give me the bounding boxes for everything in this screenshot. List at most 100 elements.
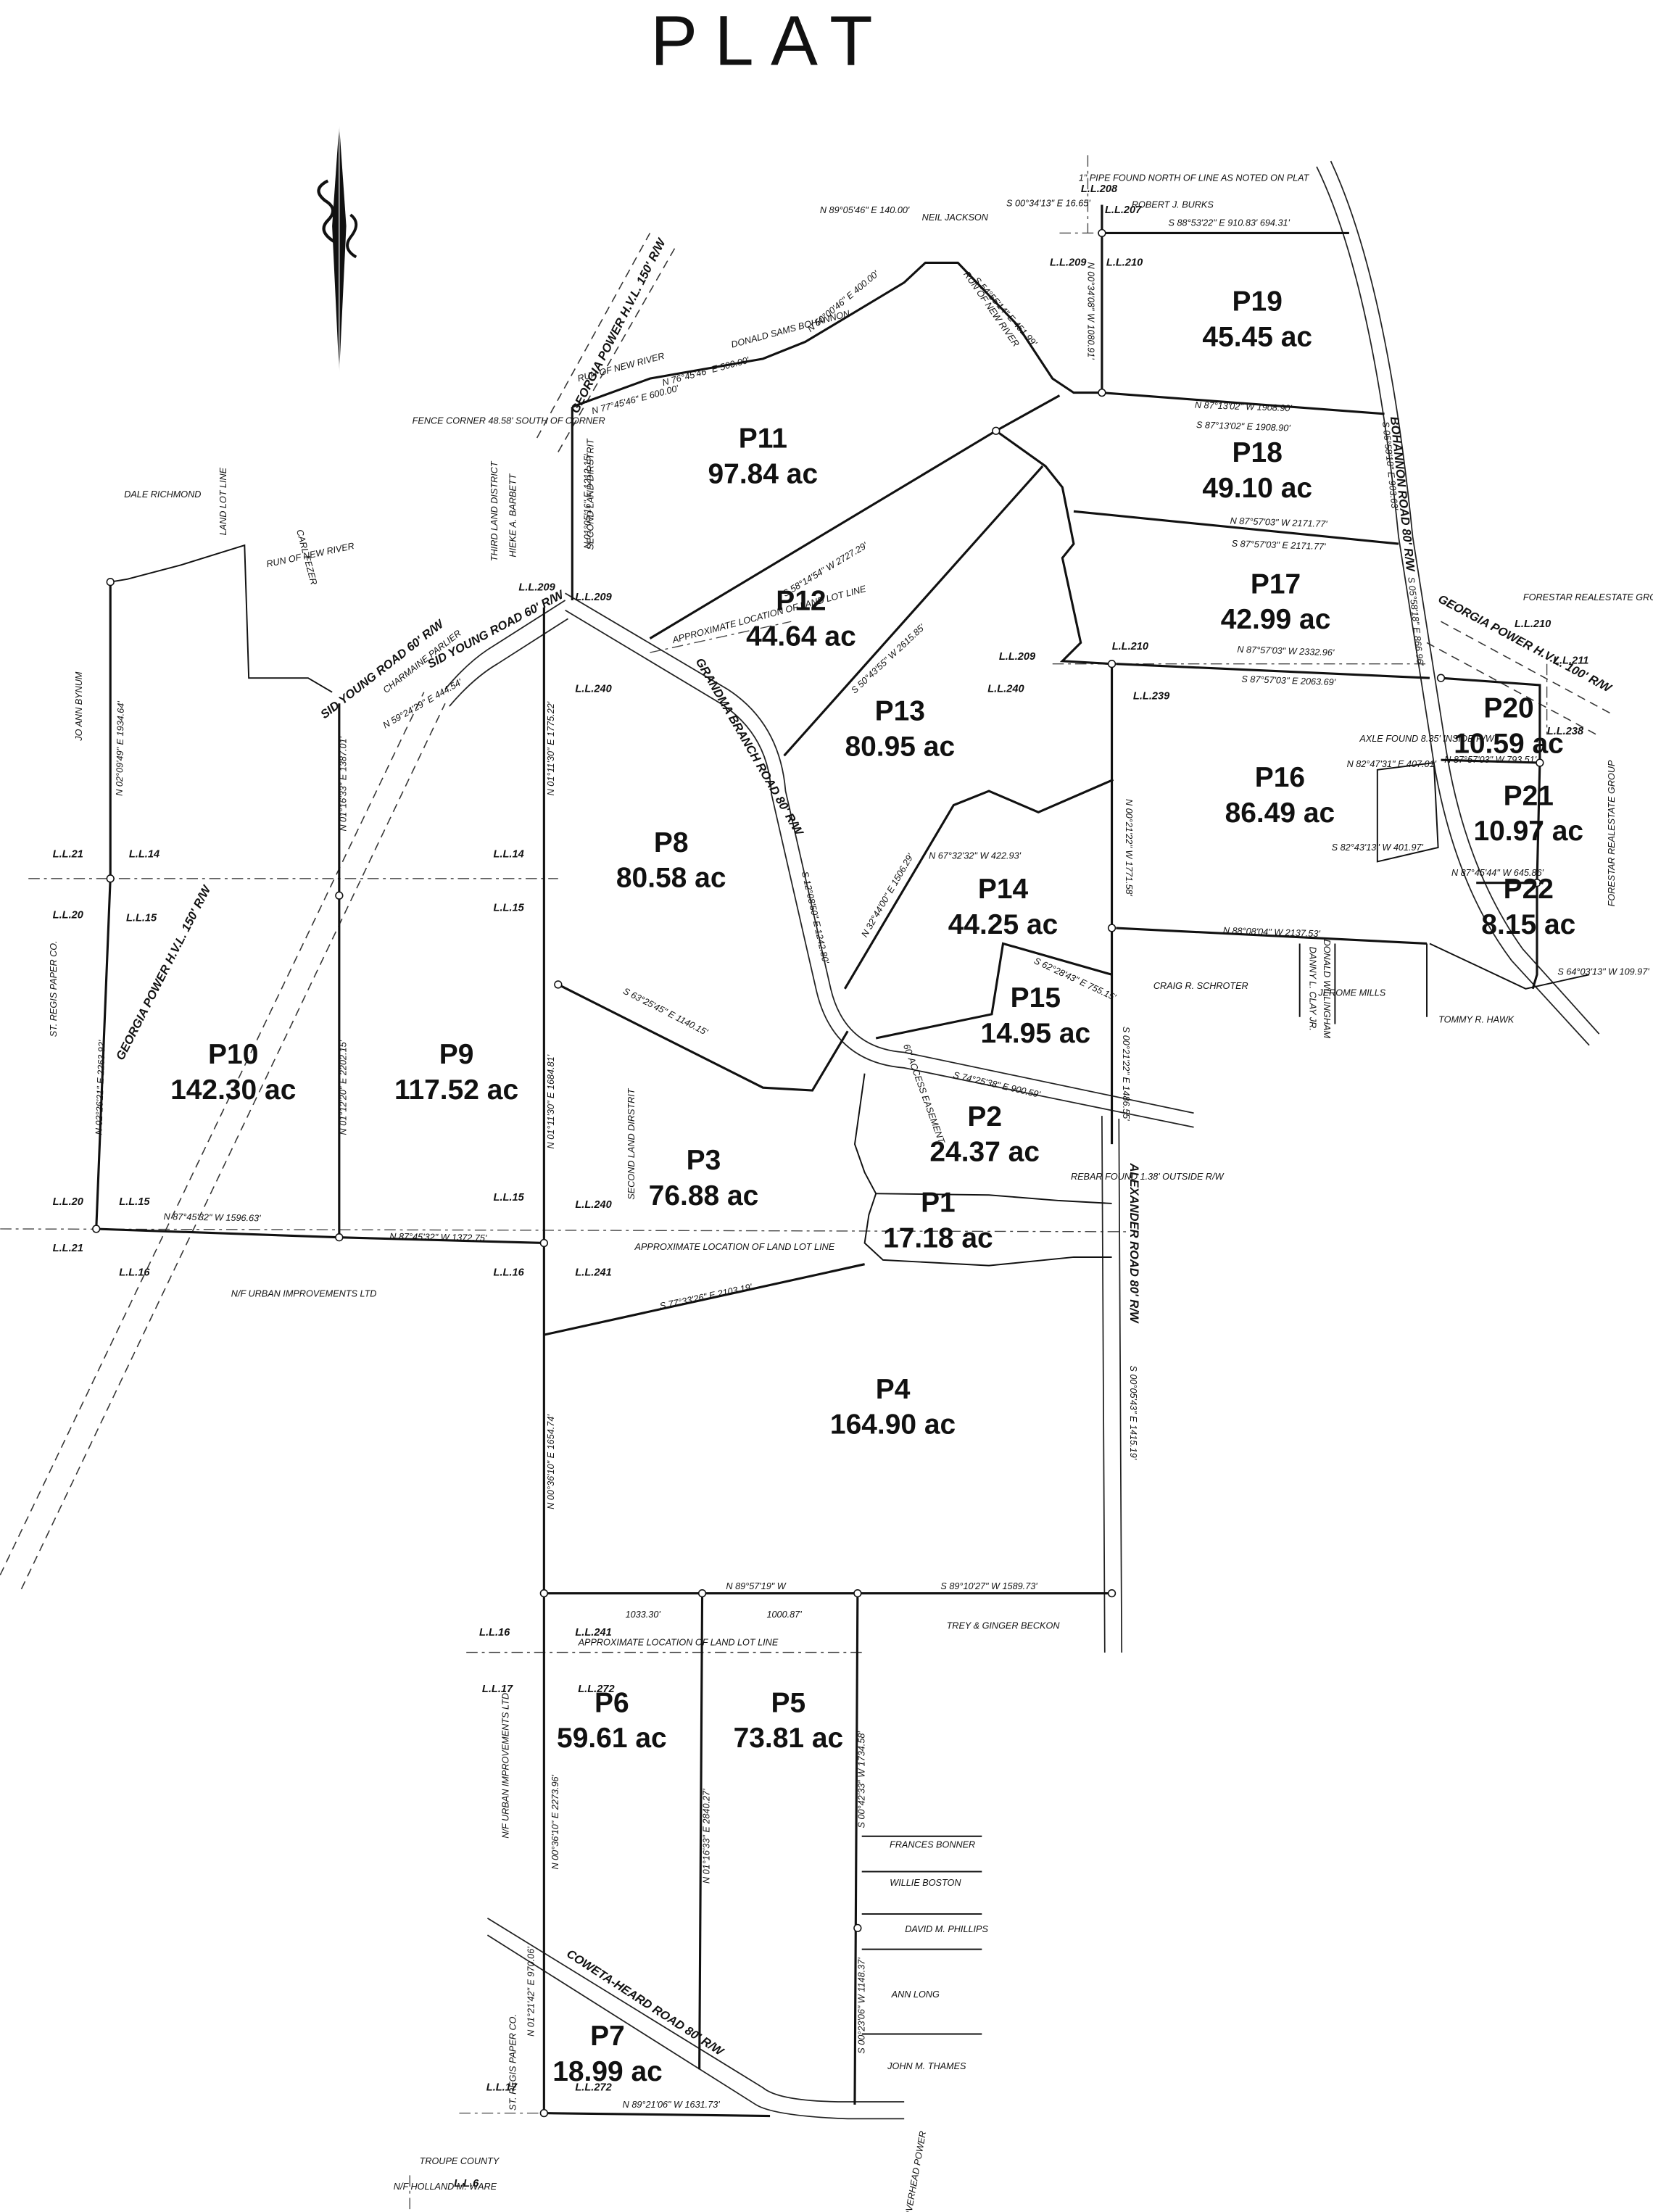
land-lot-label: L.L.210 — [1106, 257, 1143, 268]
owner-label: ST. REGIS PAPER CO. — [49, 940, 59, 1037]
owner-label: DALE RICHMOND — [124, 489, 201, 500]
owner-label: ROBERT J. BURKS — [1132, 199, 1214, 210]
parcel-label-id: P16 — [1255, 762, 1305, 793]
owner-label: DANNY L. CLAY JR. — [1307, 947, 1317, 1031]
parcel-label-acres: 8.15 ac — [1481, 909, 1575, 940]
parcel-label-id: P4 — [876, 1374, 911, 1405]
parcel-label-id: P2 — [967, 1101, 1002, 1132]
parcel-label-id: P8 — [654, 827, 689, 858]
owner-label: N/F HOLLAND M. WARE — [394, 2182, 497, 2192]
parcel-label-id: P3 — [687, 1145, 721, 1176]
bearing-label: N 01°21'42" E 970.06' — [526, 1947, 536, 2037]
bearing-label: S 74°25'38" E 900.59' — [952, 1070, 1041, 1100]
bearing-label: N 89°21'06" W 1631.73' — [623, 2100, 721, 2110]
bearing-label: S 87°57'03" E 2171.77' — [1231, 539, 1326, 552]
bearing-label: N 32°44'00" E 1506.29' — [860, 852, 916, 940]
parcel-label-id: P6 — [594, 1687, 629, 1718]
note-label: AXLE FOUND 8.35' INSIDE R/W — [1359, 734, 1494, 744]
owner-label: TOMMY R. HAWK — [1438, 1015, 1515, 1025]
road-coweta-heard — [486, 1918, 905, 2120]
parcel-label-id: P11 — [739, 423, 787, 455]
bearing-label: N 87°13'02" W 1908.90' — [1195, 400, 1293, 414]
land-lot-label: L.L.272 — [575, 2081, 611, 2093]
owner-label: JEROME MILLS — [1317, 988, 1385, 998]
bearing-label: S 12°08'50" E 1242.80' — [800, 871, 831, 965]
parcel-label-acres: 45.45 ac — [1202, 321, 1312, 352]
bearing-label: S 77°33'26" E 2103.19' — [659, 1282, 753, 1312]
parcel-label-acres: 14.95 ac — [981, 1018, 1091, 1049]
bearing-label: N 82°47'31" E 407.01' — [1347, 759, 1437, 769]
owner-label: NEIL JACKSON — [922, 212, 989, 223]
bearing-label: S 00°05'43" E 1415.19' — [1128, 1365, 1138, 1459]
owner-label: DONALD WILLINGHAM — [1322, 940, 1332, 1039]
parcel-label-acres: 80.95 ac — [845, 731, 955, 762]
parcel-label-id: P19 — [1232, 286, 1283, 318]
bearing-label: S 50°43'55" W 2615.85' — [849, 622, 927, 696]
parcel-label-acres: 117.52 ac — [394, 1074, 518, 1106]
parcel-label-id: P7 — [590, 2021, 625, 2052]
bearing-label: N 00°36'10" E 1654.74' — [546, 1414, 556, 1509]
parcel-label-acres: 49.10 ac — [1202, 473, 1312, 504]
parcel-label-acres: 80.58 ac — [616, 863, 726, 894]
parcel-label-acres: 17.18 ac — [883, 1222, 993, 1254]
owner-label: ANN LONG — [891, 1989, 940, 2000]
bearing-label: S 64°03'13" W 109.97' — [1557, 966, 1649, 977]
parcel-boundaries — [95, 204, 1590, 2118]
parcel-label-acres: 59.61 ac — [557, 1723, 667, 1754]
bearing-label: N 87°45'44" W 645.86' — [1451, 868, 1544, 878]
parcel-label-id: P20 — [1483, 693, 1533, 724]
bearing-label: N 87°45'32" W 1372.75' — [389, 1231, 487, 1243]
parcel-label-acres: 44.25 ac — [948, 909, 1058, 940]
parcel-label-id: P13 — [875, 696, 925, 727]
parcel-label-acres: 18.99 ac — [552, 2056, 663, 2087]
road-label: ALEXANDER ROAD 80' R/W — [1127, 1162, 1141, 1323]
bearing-label: N 88°08'04" W 2137.53' — [1223, 925, 1321, 939]
bearing-label: S 88°53'22" E 910.83' 694.31' — [1169, 218, 1290, 228]
bearing-label: N 77°45'46" E 600.00' — [591, 384, 680, 417]
land-lot-label: L.L.17 — [486, 2081, 518, 2093]
bearing-label: N 02°26'21" E 2263.92' — [94, 1040, 107, 1135]
owner-label: TREY & GINGER BECKON — [947, 1620, 1061, 1631]
bearing-label: N 00°36'10" E 2273.96' — [550, 1774, 560, 1869]
bearing-label: N 01°16'33" E 1387.01' — [339, 736, 349, 831]
bearing-label: N 87°57'03" W 793.51' — [1444, 755, 1537, 765]
bearing-label: N 01°11'30" E 1684.81' — [546, 1054, 556, 1148]
parcel-label-acres: 10.59 ac — [1454, 728, 1564, 759]
parcel-label-acres: 73.81 ac — [734, 1723, 844, 1754]
bearing-label: N 67°32'32" W 422.93' — [929, 851, 1022, 861]
road-alexander — [1101, 1116, 1123, 1653]
bearing-label: 1000.87' — [766, 1610, 802, 1620]
road-label: GEORGIA POWER H.V.L. 150' R/W — [568, 236, 668, 415]
note-label: LAND LOT LINE — [218, 467, 228, 535]
bearing-label: N 89°57'19" W — [726, 1581, 786, 1591]
owner-label: WILLIE BOSTON — [890, 1878, 961, 1888]
land-lot-label: L.L.15 — [126, 912, 157, 924]
note-label: SECOND LAND DIRSTRIT — [626, 1088, 637, 1200]
land-lot-label: L.L.15 — [119, 1196, 150, 1208]
land-lot-label: L.L.14 — [129, 849, 160, 861]
owner-label: FRANCES BONNER — [890, 1839, 975, 1849]
note-label: THIRD LAND DISTRICT — [489, 460, 500, 561]
parcel-label-id: P18 — [1232, 437, 1283, 468]
note-label: 60' ACCESS EASEMENT — [901, 1043, 947, 1146]
parcel-label-acres: 164.90 ac — [830, 1409, 956, 1441]
land-lot-label: L.L.20 — [53, 1196, 83, 1208]
owner-label: TROUPE COUNTY — [420, 2156, 500, 2166]
land-lot-label: L.L.20 — [53, 909, 83, 921]
land-lot-label: L.L.15 — [494, 903, 525, 914]
parcel-label-acres: 10.97 ac — [1473, 816, 1583, 847]
parcel-label-id: P9 — [439, 1039, 474, 1070]
parcel-label-id: P12 — [776, 586, 826, 617]
road-grandma-branch — [565, 592, 1194, 1128]
owner-label: HIEKE A. BARBETT — [508, 473, 518, 557]
parcel-label-acres: 76.88 ac — [649, 1180, 759, 1211]
note-label: RUN OF NEW RIVER — [961, 270, 1021, 349]
owner-label: FORESTAR REALESTATE GROUP — [1523, 592, 1653, 602]
bearing-label: N 00°21'22" W 1771.58' — [1124, 799, 1134, 897]
parcel-label-id: P21 — [1504, 781, 1554, 812]
parcel-label-id: P15 — [1011, 982, 1061, 1014]
land-lot-label: L.L.210 — [1112, 641, 1148, 653]
parcel-label-acres: 42.99 ac — [1221, 604, 1331, 635]
owner-label: N/F URBAN IMPROVEMENTS LTD — [501, 1693, 511, 1839]
